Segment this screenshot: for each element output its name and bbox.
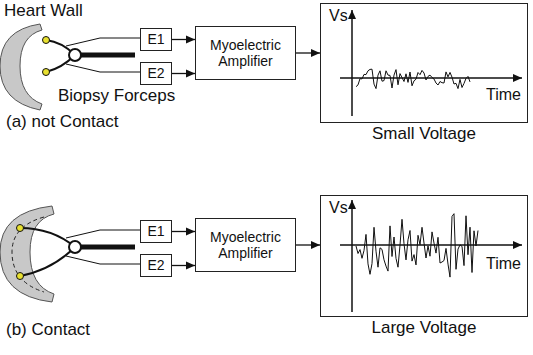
axis-label: Time <box>486 86 521 104</box>
plot-caption: Large Voltage <box>321 318 527 338</box>
electrode-box: E2 <box>140 254 172 277</box>
signal-trace <box>356 214 478 277</box>
signal-arrow <box>172 73 195 74</box>
signal-arrow <box>172 39 195 40</box>
box-label: E2 <box>147 65 164 81</box>
plot-axes <box>340 200 522 312</box>
box-label: E1 <box>147 31 164 47</box>
plot-axes <box>340 10 522 116</box>
part-label: Biopsy Forceps <box>58 86 175 106</box>
axis-label: Time <box>486 255 521 273</box>
amplifier-box: Myoelectric Amplifier <box>195 218 296 272</box>
signal-arrow <box>296 52 320 53</box>
plot-box: VsTimeSmall Voltage <box>320 3 528 123</box>
heart-wall <box>0 24 42 110</box>
box-label: E2 <box>147 257 164 273</box>
box-label: Myoelectric Amplifier <box>196 37 295 69</box>
box-label: E1 <box>147 223 164 239</box>
axis-label: Vs <box>329 7 348 25</box>
part-label: Heart Wall <box>4 1 83 21</box>
panel-label: (b) Contact <box>6 320 90 340</box>
panel-label: (a) not Contact <box>6 112 118 132</box>
biopsy-forceps <box>17 225 141 280</box>
plot-box: VsTimeLarge Voltage <box>320 195 528 317</box>
electrode-box: E1 <box>140 220 172 243</box>
signal-arrow <box>296 244 320 245</box>
plot-caption: Small Voltage <box>321 124 527 144</box>
box-label: Myoelectric Amplifier <box>196 229 295 261</box>
signal-trace <box>356 69 478 277</box>
biopsy-forceps <box>43 37 141 76</box>
heart-wall <box>0 206 54 302</box>
electrode-box: E2 <box>140 62 172 85</box>
amplifier-box: Myoelectric Amplifier <box>195 26 296 80</box>
axis-label: Vs <box>329 199 348 217</box>
signal-arrow <box>172 265 195 266</box>
signal-trace <box>356 69 470 88</box>
electrode-box: E1 <box>140 28 172 51</box>
signal-arrow <box>172 231 195 232</box>
